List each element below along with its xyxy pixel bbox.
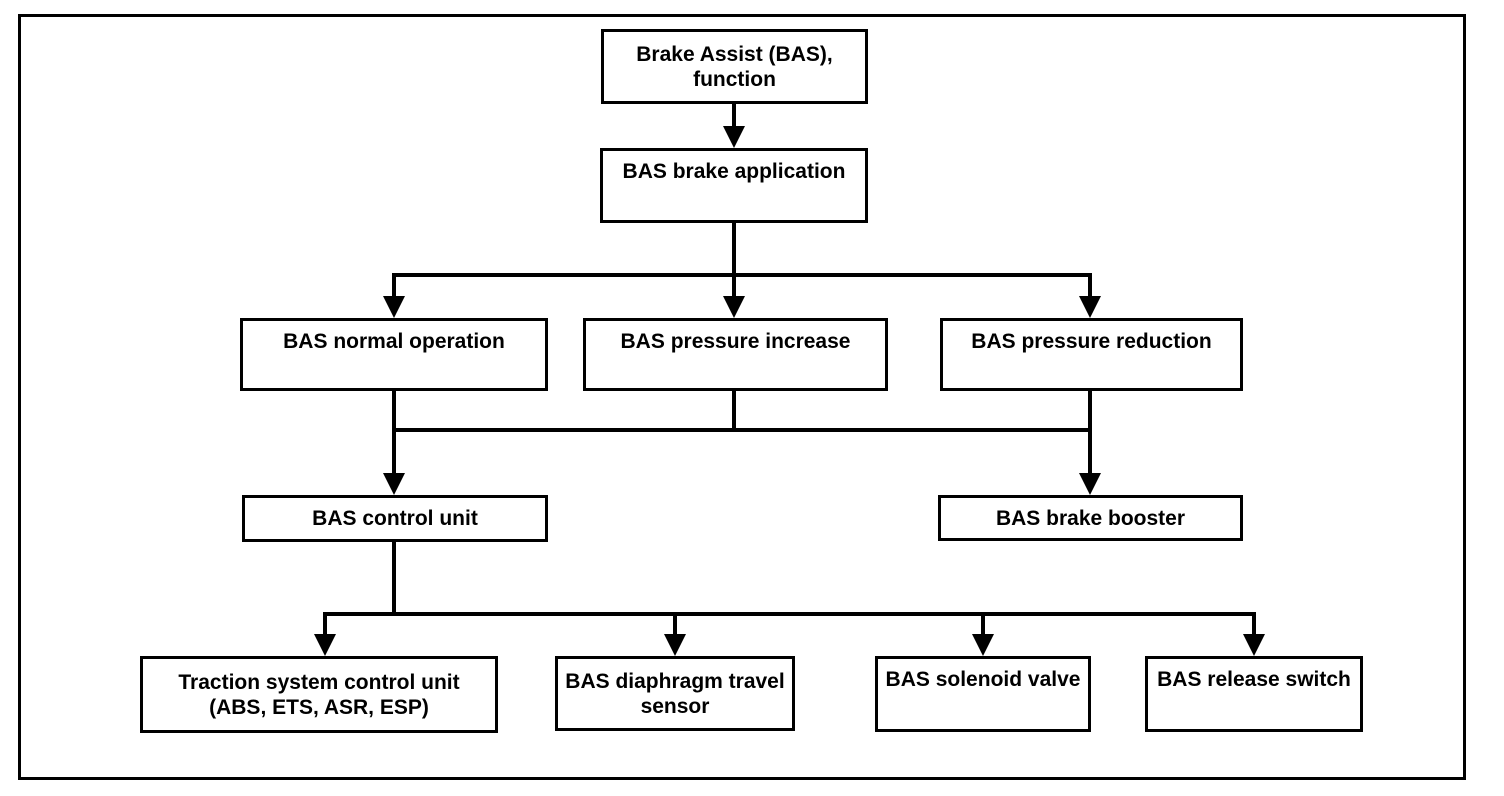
node-bas-brake-application: BAS brake application [600,148,868,223]
arrowhead-into-application [723,126,745,148]
connector-function-to-application [732,104,736,128]
connector-bus1-to-increase [732,277,736,298]
arrowhead-into-control-unit [383,473,405,495]
connector-bus3-to-traction [323,616,327,635]
connector-bus1-to-reduction [1088,277,1092,298]
node-traction-system-control-unit: Traction system control unit (ABS, ETS, … [140,656,498,733]
node-bas-normal-operation: BAS normal operation [240,318,548,391]
node-bas-control-unit: BAS control unit [242,495,548,542]
bus-application-branch [392,273,1092,277]
connector-bus1-to-normal [392,277,396,298]
connector-bus3-to-diaphragm [673,616,677,635]
arrowhead-into-pressure-reduction [1079,296,1101,318]
node-bas-solenoid-valve: BAS solenoid valve [875,656,1091,732]
connector-bus2-to-control [392,432,396,474]
connector-application-to-bus1 [732,223,736,277]
connector-normal-to-bus2 [392,391,396,428]
node-bas-brake-booster: BAS brake booster [938,495,1243,541]
arrowhead-into-diaphragm-travel-sensor [664,634,686,656]
node-brake-assist-function: Brake Assist (BAS), function [601,29,868,104]
arrowhead-into-solenoid-valve [972,634,994,656]
arrowhead-into-normal-operation [383,296,405,318]
connector-bus2-to-booster [1088,432,1092,474]
connector-reduction-to-bus2 [1088,391,1092,428]
node-bas-pressure-increase: BAS pressure increase [583,318,888,391]
arrowhead-into-release-switch [1243,634,1265,656]
node-bas-diaphragm-travel-sensor: BAS diaphragm travel sensor [555,656,795,731]
arrowhead-into-traction-control-unit [314,634,336,656]
connector-control-to-bus3 [392,542,396,612]
node-bas-pressure-reduction: BAS pressure reduction [940,318,1243,391]
arrowhead-into-brake-booster [1079,473,1101,495]
arrowhead-into-pressure-increase [723,296,745,318]
bus-row3-merge [392,428,1092,432]
bus-control-branch [323,612,1256,616]
connector-bus3-to-solenoid [981,616,985,635]
connector-increase-to-bus2 [732,391,736,428]
node-bas-release-switch: BAS release switch [1145,656,1363,732]
connector-bus3-to-release [1252,616,1256,635]
